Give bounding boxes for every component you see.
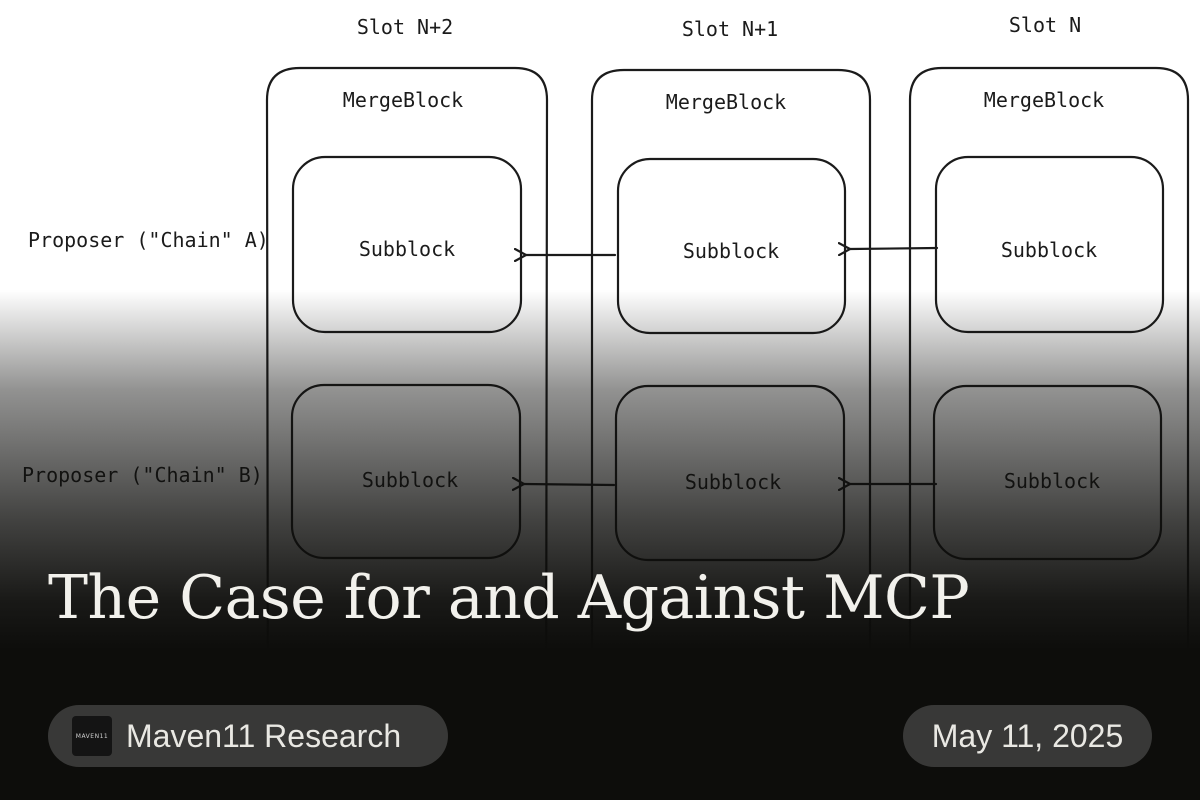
article-title[interactable]: The Case for and Against MCP [48, 563, 970, 633]
slot-label-n: Slot N [1009, 13, 1081, 37]
mergeblock-n2-label: MergeBlock [343, 88, 463, 112]
author-badge[interactable]: MAVEN11 Maven11 Research [48, 705, 448, 767]
row-label-chain-b: Proposer ("Chain" B) [22, 463, 263, 487]
subblock-n1-a-label: Subblock [683, 239, 779, 263]
slot-label-n1: Slot N+1 [682, 17, 778, 41]
subblock-n2-b-label: Subblock [362, 468, 458, 492]
subblock-n2-a-label: Subblock [359, 237, 455, 261]
maven11-logo-icon: MAVEN11 [72, 716, 112, 756]
logo-text: MAVEN11 [75, 732, 109, 740]
subblock-n1-b-label: Subblock [685, 470, 781, 494]
publish-date: May 11, 2025 [931, 717, 1124, 754]
date-badge: May 11, 2025 [903, 705, 1152, 767]
arrow-a-n-to-n1 [850, 248, 939, 249]
mergeblock-n1-frame [590, 68, 872, 800]
slot-label-n2: Slot N+2 [357, 15, 453, 39]
author-name: Maven11 Research [126, 717, 402, 754]
mergeblock-n-label: MergeBlock [984, 88, 1104, 112]
arrow-b-n1-to-n2 [524, 484, 616, 485]
mergeblock-n1-label: MergeBlock [666, 90, 786, 114]
mergeblock-n2-frame [265, 66, 549, 800]
subblock-n-a-label: Subblock [1001, 238, 1097, 262]
row-label-chain-a: Proposer ("Chain" A) [28, 228, 269, 252]
mergeblock-n-frame [908, 66, 1190, 800]
subblock-n-b-label: Subblock [1004, 469, 1100, 493]
